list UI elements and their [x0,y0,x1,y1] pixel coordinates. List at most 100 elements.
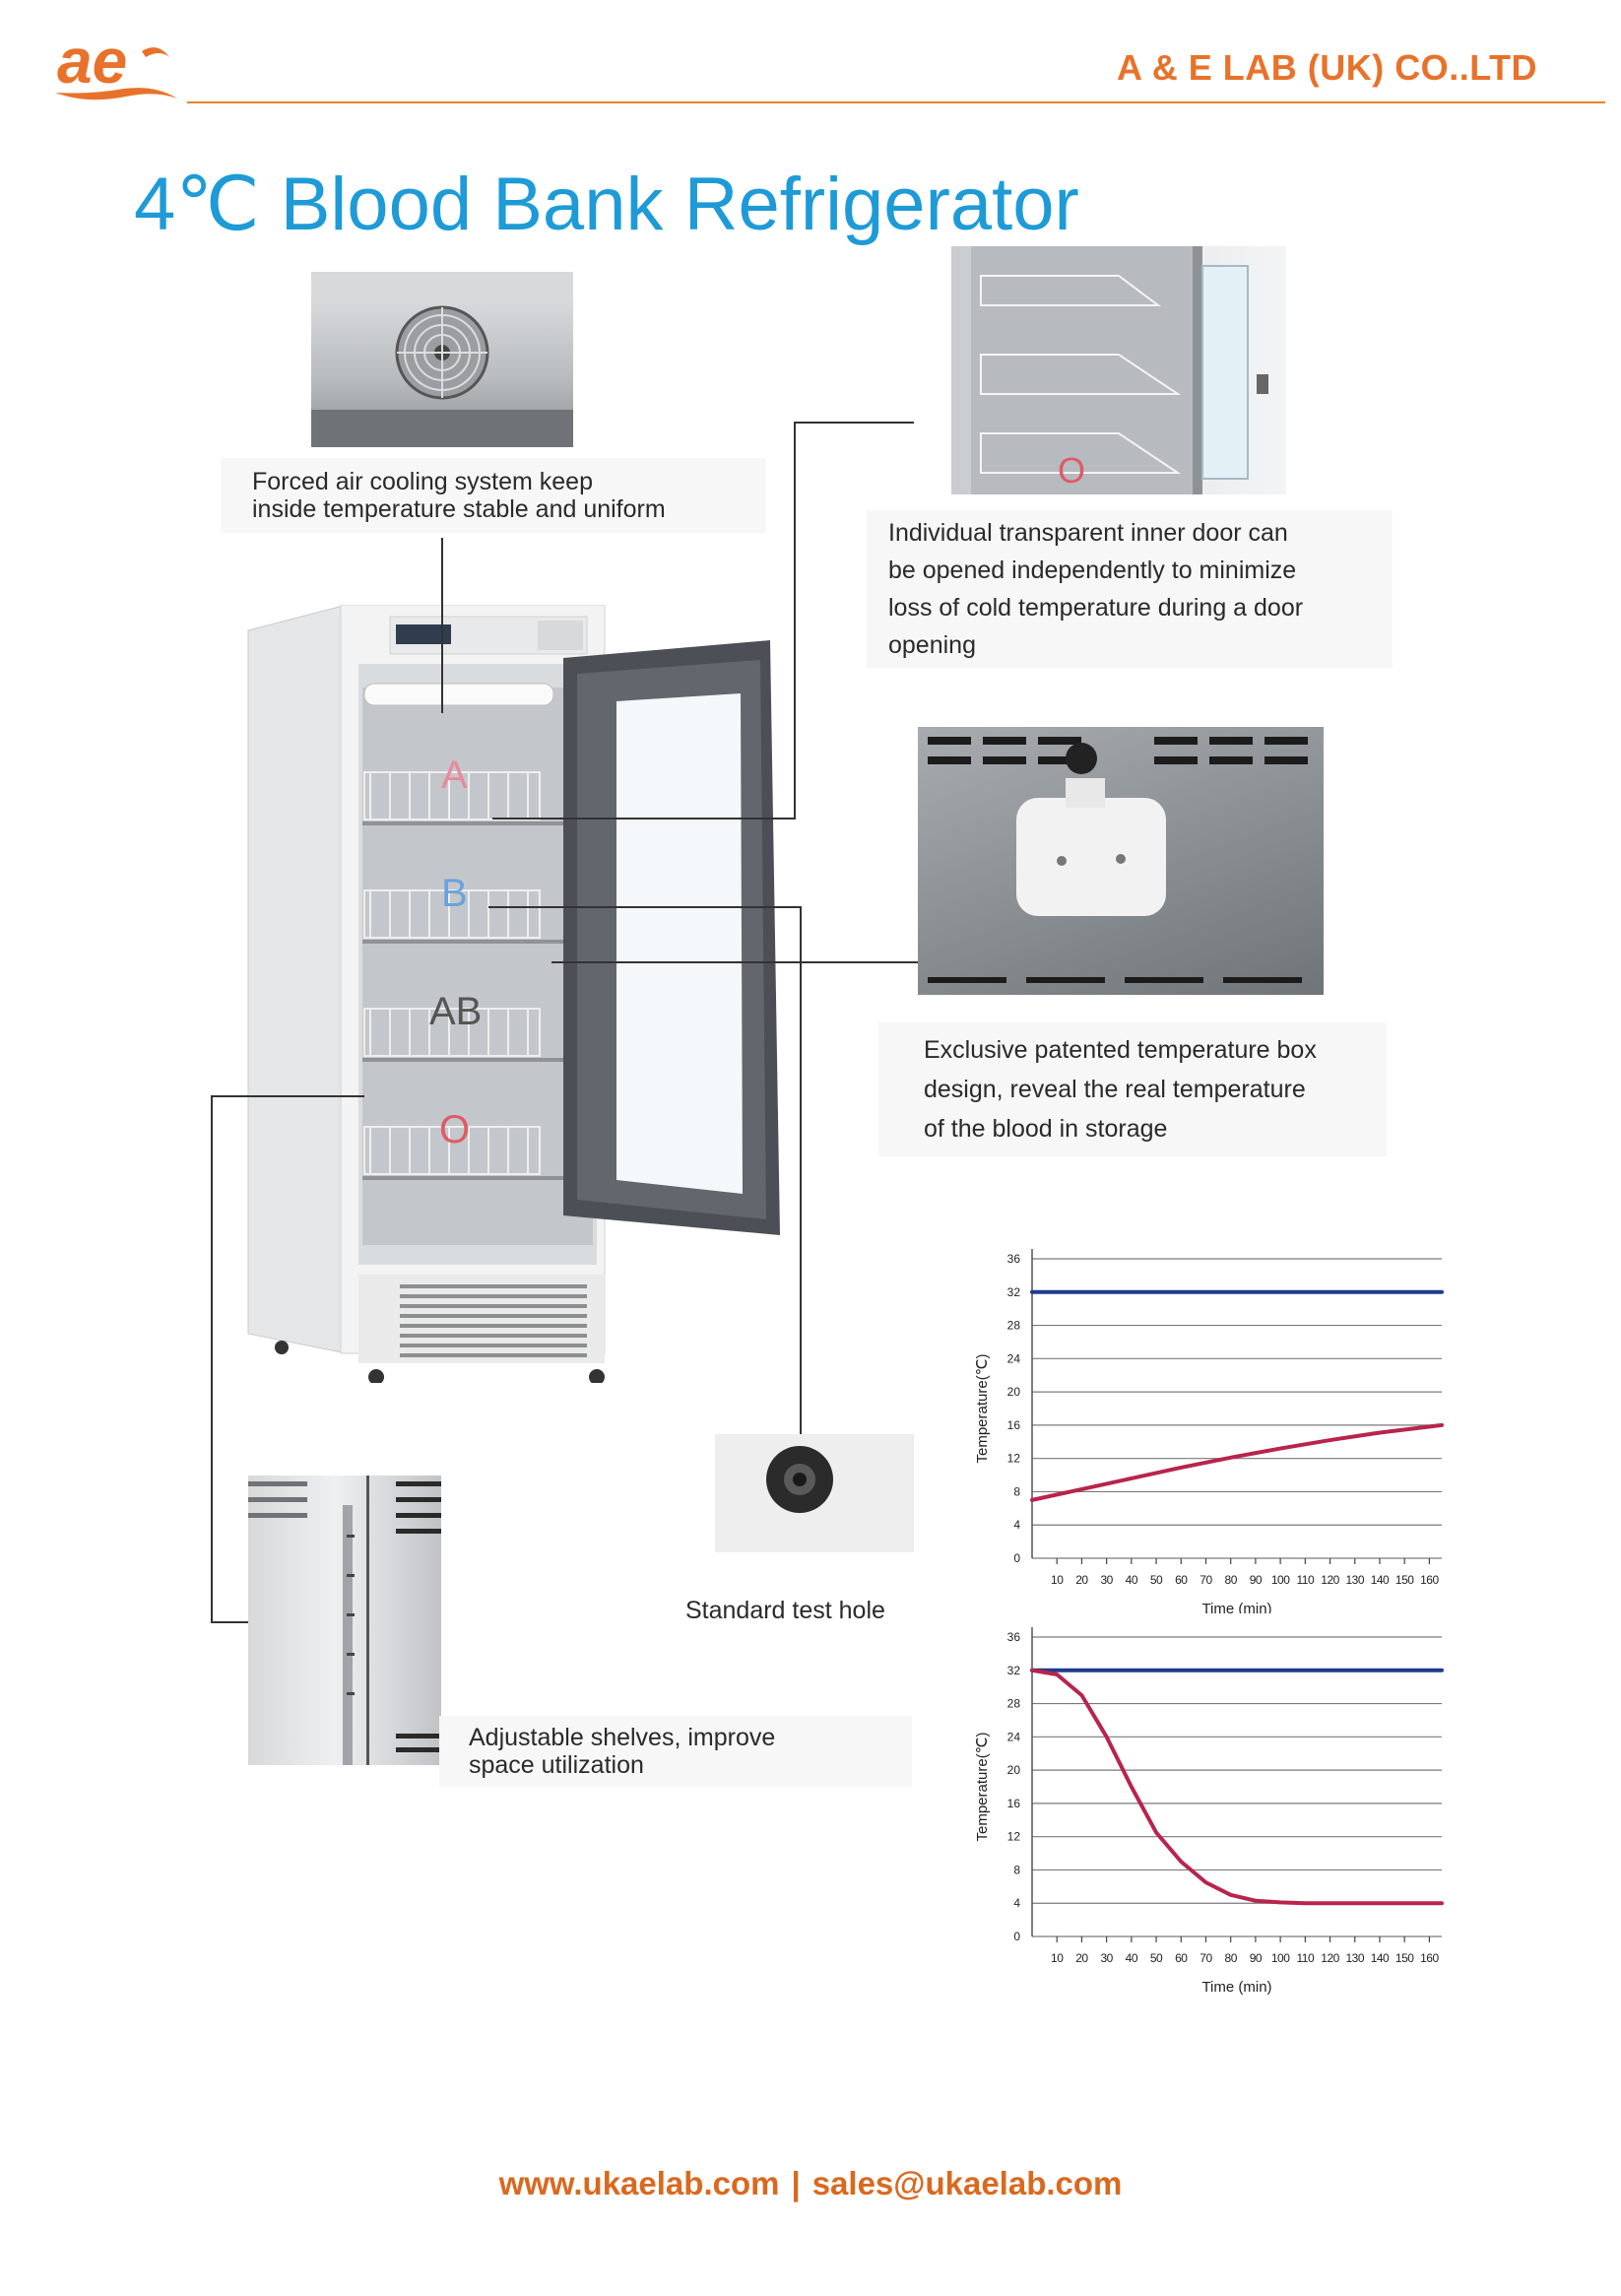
shelf-label-o: O [439,1108,470,1151]
shelves-caption-line1: Adjustable shelves, improve [469,1724,776,1751]
temperature-box-photo [918,727,1324,995]
door-caption-line2: be opened independently to minimize [888,557,1297,584]
y-tick-label: 20 [1007,1763,1021,1777]
x-tick-label: 110 [1297,1951,1315,1965]
x-axis-label: Time (min) [1201,1601,1271,1617]
svg-text:O: O [1058,450,1085,491]
connector-shelf-h2 [211,1621,250,1623]
x-tick-label: 60 [1175,1573,1188,1587]
door-caption-line3: loss of cold temperature during a door [888,594,1304,622]
y-tick-label: 0 [1013,1930,1020,1943]
connector-door-h2 [492,818,796,820]
x-tick-label: 70 [1200,1951,1212,1965]
y-tick-label: 8 [1013,1863,1020,1876]
x-tick-label: 140 [1371,1573,1390,1587]
x-tick-label: 10 [1051,1951,1064,1965]
connector-hole-h [488,906,802,908]
box-caption: Exclusive patented temperature box desig… [878,1022,1387,1156]
x-tick-label: 50 [1150,1951,1163,1965]
y-tick-label: 28 [1007,1319,1021,1333]
test-hole-icon [766,1446,833,1513]
box-caption-line1: Exclusive patented temperature box [924,1036,1317,1064]
connector-fan-v [441,538,443,713]
shelves-caption: Adjustable shelves, improve space utiliz… [439,1716,912,1787]
x-tick-label: 130 [1345,1951,1364,1965]
x-tick-label: 80 [1225,1573,1238,1587]
footer-contact: www.ukaelab.com | sales@ukaelab.com [0,2165,1621,2202]
fan-caption-line1: Forced air cooling system keep [252,468,593,495]
y-tick-label: 24 [1007,1351,1021,1365]
test-hole-photo [715,1434,914,1552]
y-tick-label: 12 [1007,1452,1021,1466]
connector-shelf-h1 [211,1095,364,1097]
x-tick-label: 110 [1297,1573,1315,1587]
y-tick-label: 4 [1013,1518,1020,1532]
y-tick-label: 32 [1007,1664,1021,1677]
connector-shelf-v [211,1095,213,1623]
x-tick-label: 150 [1395,1951,1414,1965]
connector-hole-v [800,906,802,1446]
y-tick-label: 4 [1013,1896,1020,1910]
connector-box-h [551,961,918,963]
shelves-caption-line2: space utilization [469,1751,644,1779]
page-title: 4℃ Blood Bank Refrigerator [134,163,1079,246]
x-tick-label: 40 [1126,1951,1138,1965]
fan-photo [311,272,573,447]
x-tick-label: 20 [1075,1573,1088,1587]
box-caption-line3: of the blood in storage [924,1115,1168,1143]
inner-door-photo: O [951,246,1286,494]
y-tick-label: 8 [1013,1484,1020,1498]
connector-door-v [794,422,796,818]
basket-drawing: O [971,246,1268,494]
x-tick-label: 20 [1075,1951,1088,1965]
y-tick-label: 16 [1007,1797,1021,1810]
logo-text: ae [57,28,127,97]
footer-website[interactable]: www.ukaelab.com [498,2165,780,2201]
y-tick-label: 16 [1007,1418,1021,1432]
x-tick-label: 90 [1250,1951,1263,1965]
series-line-1 [1030,1668,1444,1906]
box-caption-line2: design, reveal the real temperature [924,1076,1306,1103]
x-tick-label: 30 [1100,1951,1113,1965]
x-axis-label: Time (min) [1201,1979,1271,1996]
shelf-label-a: A [441,754,468,797]
x-tick-label: 130 [1345,1573,1364,1587]
x-tick-label: 50 [1150,1573,1163,1587]
x-tick-label: 10 [1051,1573,1064,1587]
chart-cooling: 0 4 8 12 16 20 24 28 32 36 10 20 30 40 50 60 70 80 90 100 11… [953,1613,1454,2007]
y-tick-label: 36 [1007,1630,1021,1644]
connector-door-h1 [794,422,914,424]
chart-cooling-svg: 0 4 8 12 16 20 24 28 32 36 10 20 30 40 50 60 70 80 90 100 11… [953,1613,1454,2007]
fan-icon [311,272,573,447]
x-tick-label: 100 [1271,1573,1290,1587]
y-tick-label: 12 [1007,1830,1021,1844]
shelf-rail-drawing [248,1476,441,1765]
x-tick-label: 160 [1420,1573,1439,1587]
company-logo: ae [47,26,185,106]
door-caption-line1: Individual transparent inner door can [888,519,1288,547]
y-tick-label: 28 [1007,1697,1021,1711]
y-tick-label: 24 [1007,1730,1021,1743]
y-tick-label: 36 [1007,1252,1021,1266]
y-axis-label: Temperature(℃) [974,1353,991,1463]
y-tick-label: 20 [1007,1385,1021,1399]
x-tick-label: 100 [1271,1951,1290,1965]
x-tick-label: 60 [1175,1951,1188,1965]
footer-email[interactable]: sales@ukaelab.com [811,2165,1123,2201]
company-name: A & E LAB (UK) CO..LTD [1117,47,1537,88]
shelves-photo [248,1476,441,1765]
x-tick-label: 80 [1225,1951,1238,1965]
x-tick-label: 140 [1371,1951,1390,1965]
test-hole-caption: Standard test hole [685,1597,885,1624]
door-caption: Individual transparent inner door can be… [867,510,1393,668]
x-tick-label: 70 [1200,1573,1212,1587]
y-tick-label: 32 [1007,1285,1021,1299]
fan-caption: Forced air cooling system keep inside te… [221,458,766,533]
footer-separator: | [791,2165,801,2201]
fan-caption-line2: inside temperature stable and uniform [252,495,666,523]
series-line-1 [1030,1422,1444,1502]
refrigerator-drawing: A B AB O [247,604,780,1385]
header-divider [187,101,1605,103]
